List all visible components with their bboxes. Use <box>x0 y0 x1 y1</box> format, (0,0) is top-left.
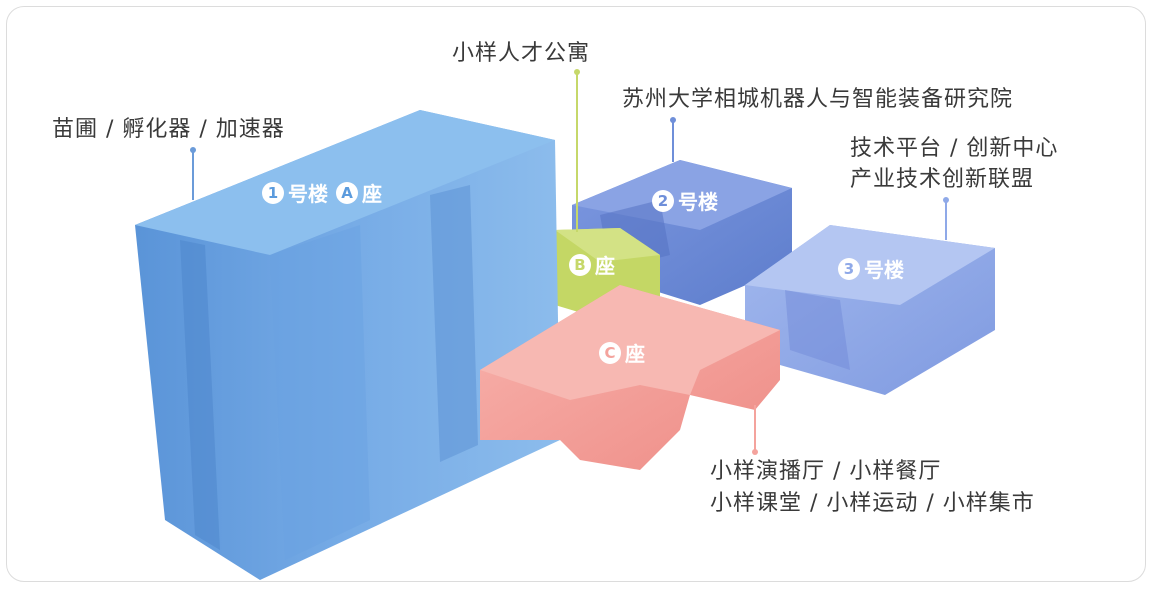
block-c <box>480 285 780 470</box>
letter-badge: A <box>336 181 358 204</box>
blockb-tag: B 座 <box>569 250 615 279</box>
building1-tag-text: 号楼 <box>288 182 328 206</box>
number-badge: 1 <box>262 181 284 204</box>
building3-tag: 3 号楼 <box>838 254 904 283</box>
blockc-description-line1: 小样演播厅 / 小样餐厅 <box>710 459 942 484</box>
building3-description-line1: 技术平台 / 创新中心 <box>850 136 1059 161</box>
number-badge: 3 <box>838 257 860 280</box>
building2-tag-text: 号楼 <box>678 190 718 214</box>
building1-description: 苗圃 / 孵化器 / 加速器 <box>52 117 285 142</box>
letter-badge: B <box>569 253 591 276</box>
building-1 <box>135 110 560 580</box>
building1-tag-suffix: 座 <box>362 182 382 206</box>
blockc-tag: C 座 <box>599 338 645 367</box>
building-3 <box>745 225 995 395</box>
building1-tag: 1 号楼 A 座 <box>262 178 382 207</box>
apartment-label: 小样人才公寓 <box>452 41 591 66</box>
building3-description-line2: 产业技术创新联盟 <box>850 167 1035 192</box>
letter-badge: C <box>599 341 621 364</box>
number-badge: 2 <box>652 189 674 212</box>
blockb-tag-text: 座 <box>595 254 615 278</box>
blockc-description-line2: 小样课堂 / 小样运动 / 小样集市 <box>710 491 1035 516</box>
building2-tag: 2 号楼 <box>652 186 718 215</box>
building3-tag-text: 号楼 <box>864 258 904 282</box>
institute-label: 苏州大学相城机器人与智能装备研究院 <box>622 87 1014 112</box>
blockc-tag-text: 座 <box>625 342 645 366</box>
